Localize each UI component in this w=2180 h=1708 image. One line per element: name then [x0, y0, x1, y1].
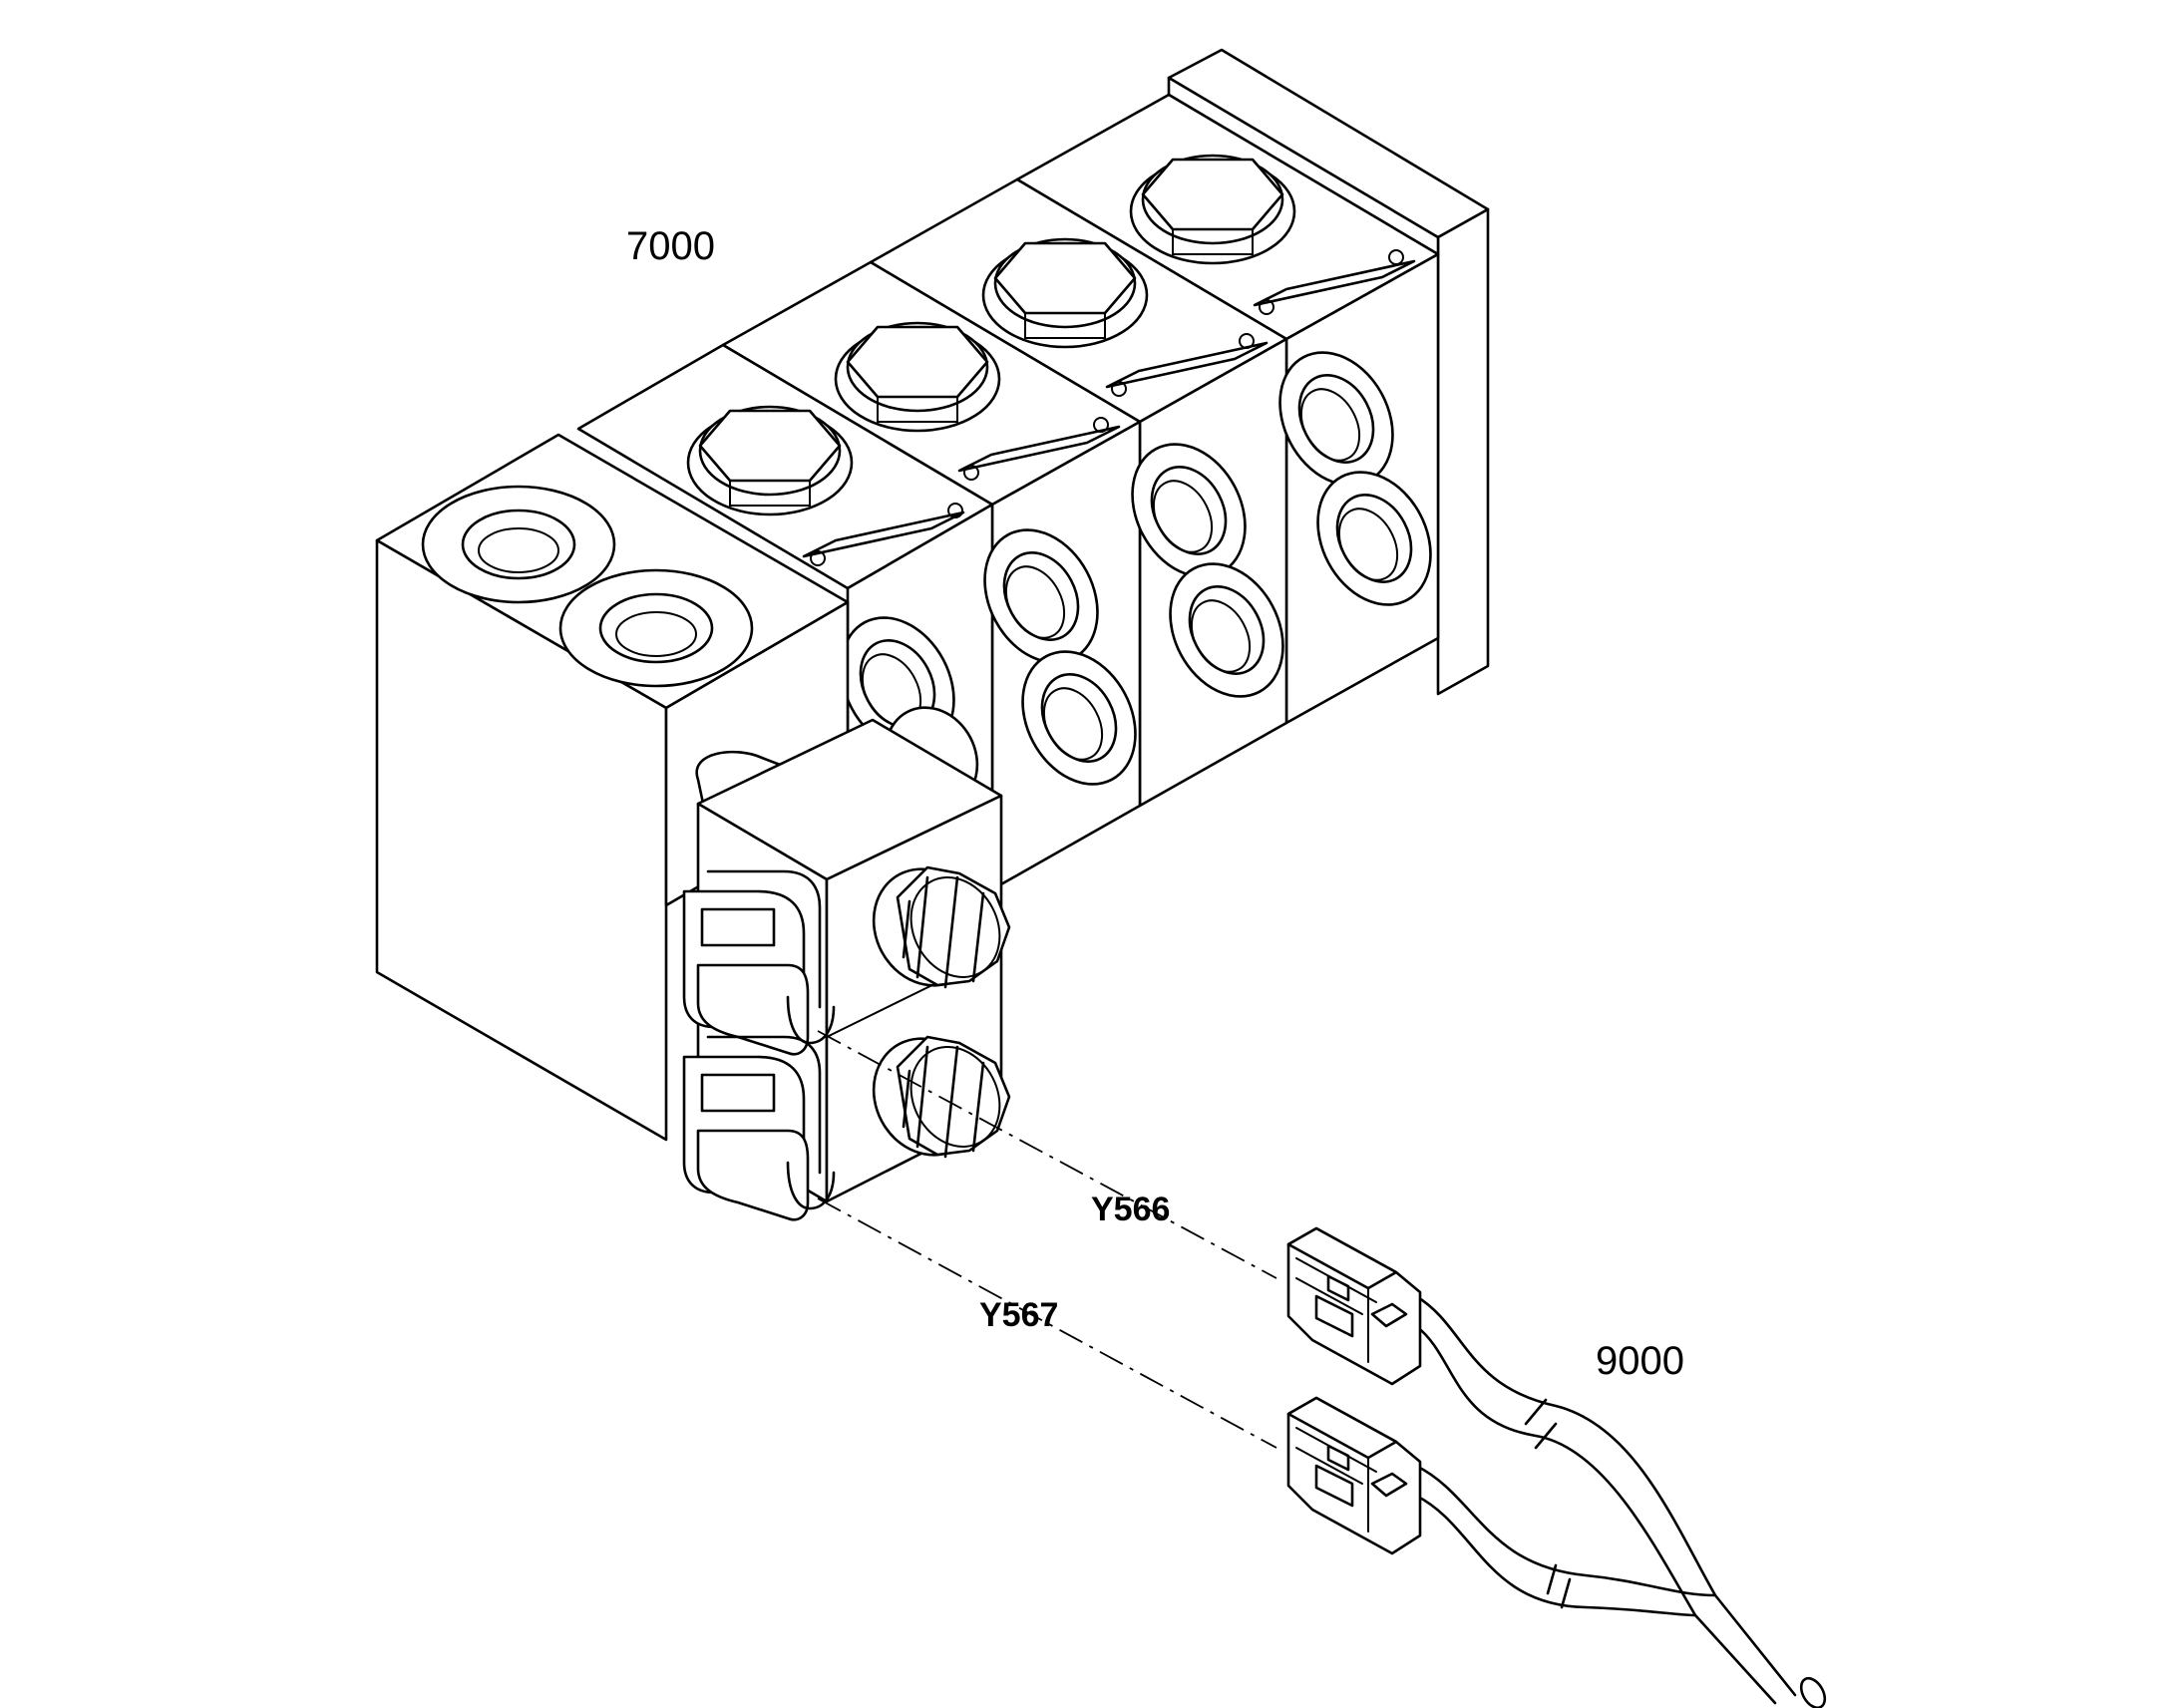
harness-connector-y567: [1286, 1396, 1422, 1555]
port-section-3b: [1021, 650, 1137, 786]
port-section-1b: [1316, 471, 1432, 606]
centre-line-y566: [817, 1030, 1277, 1279]
inlet-port-top-right: [558, 568, 754, 688]
hex-plug-3: [834, 321, 1001, 433]
adjustment-knob-upper: [872, 865, 1011, 989]
callout-labels: 7000 9000 Y566 Y567: [626, 224, 1684, 1383]
hex-plugs: [686, 154, 1296, 516]
adjustment-knobs: [872, 865, 1011, 1159]
hex-plug-2: [981, 237, 1149, 349]
wiring-harness: [1286, 1226, 1827, 1708]
inlet-port-top-left: [421, 485, 616, 604]
port-section-2b: [1169, 562, 1284, 698]
adjustment-knob-lower: [872, 1035, 1011, 1159]
harness-cable: [1414, 1294, 1827, 1708]
coil-connector-y567: [682, 1035, 836, 1221]
coil-connector-y566: [682, 869, 836, 1056]
hex-plug-4: [686, 405, 854, 516]
connection-centre-lines: [817, 1030, 1277, 1449]
inlet-end-block: [375, 433, 850, 1142]
centre-line-y567: [817, 1197, 1277, 1449]
port-section-2a: [1131, 443, 1247, 578]
rear-end-plate: [1167, 48, 1490, 696]
label-connector-y566: Y566: [1091, 1191, 1170, 1228]
label-valve-block: 7000: [626, 224, 715, 268]
label-connector-y567: Y567: [979, 1296, 1058, 1334]
hex-plug-1: [1129, 154, 1296, 265]
label-harness: 9000: [1596, 1339, 1684, 1383]
harness-connector-y566: [1286, 1226, 1422, 1386]
valve-block-assembly: [375, 48, 1490, 1221]
valve-coil-connectors: [682, 869, 836, 1221]
port-section-3a: [983, 528, 1099, 664]
